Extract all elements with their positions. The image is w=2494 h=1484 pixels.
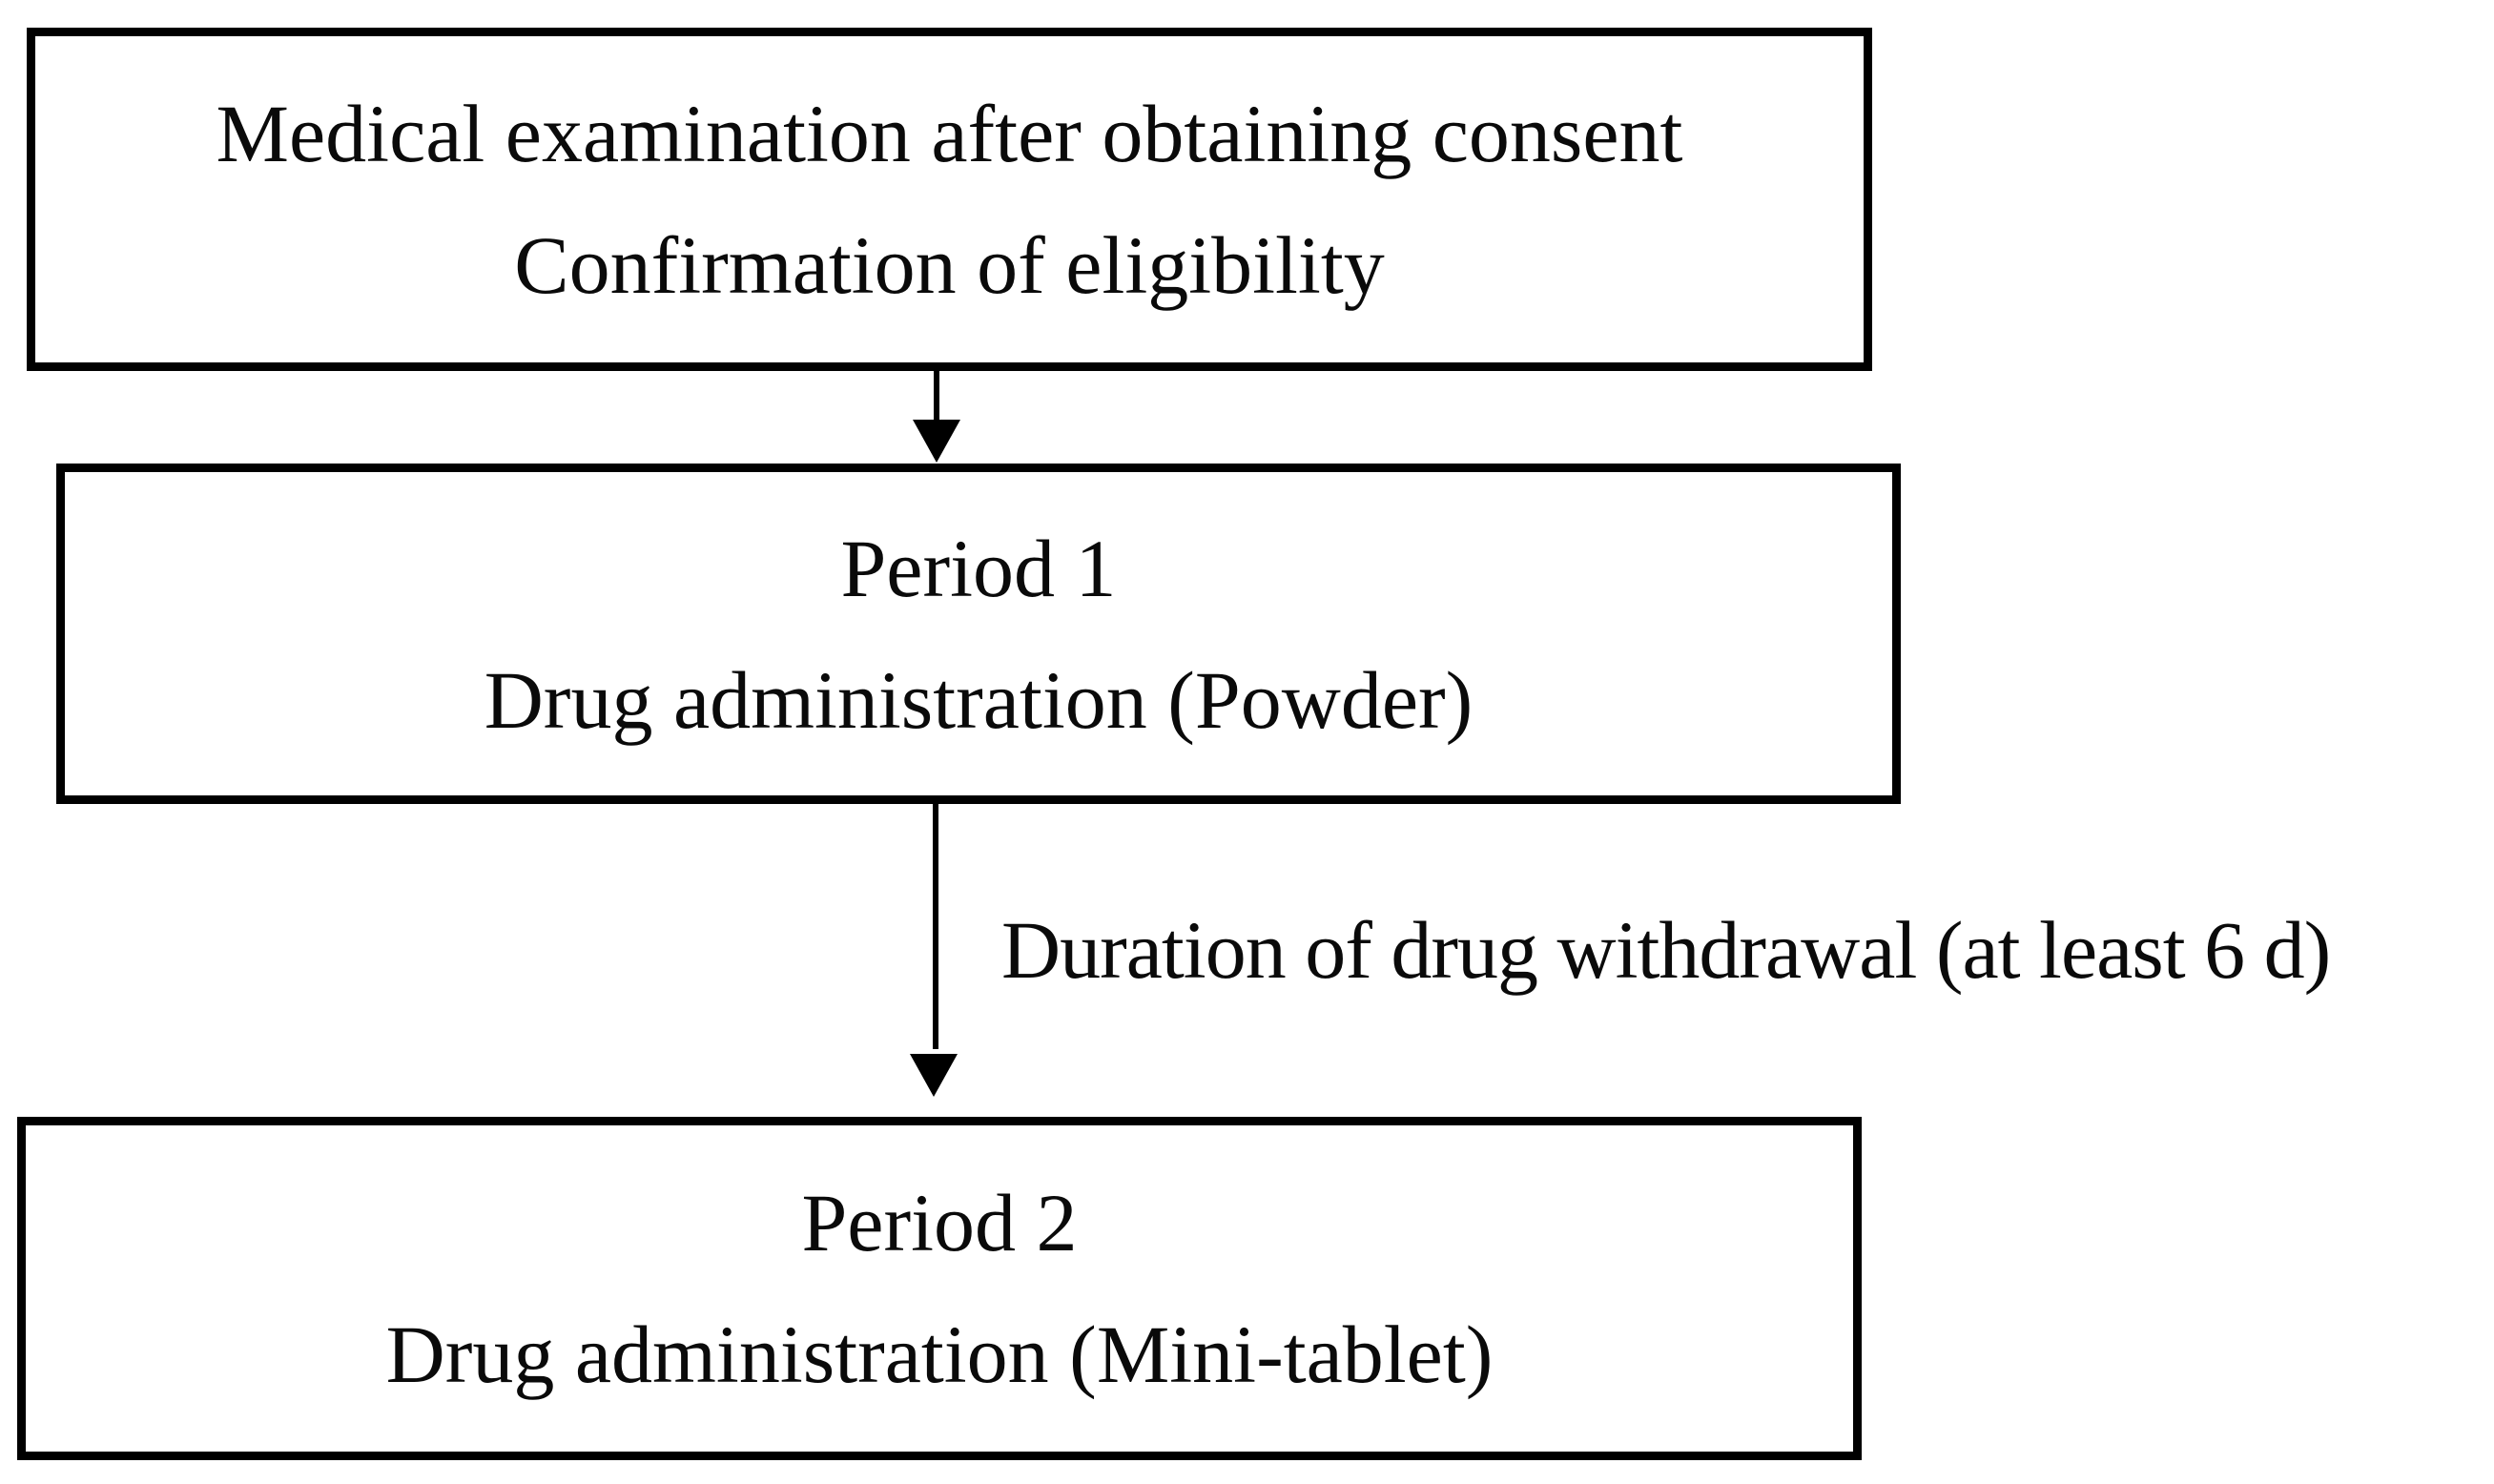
arrow-down-2-line	[933, 804, 938, 1049]
box-period-2-line-1: Period 2	[801, 1177, 1078, 1268]
box-period-1: Period 1 Drug administration (Powder)	[56, 464, 1901, 804]
box-consent-line-1: Medical examination after obtaining cons…	[216, 88, 1683, 179]
box-consent-eligibility: Medical examination after obtaining cons…	[27, 28, 1872, 371]
box-period-2-line-2: Drug administration (Mini-tablet)	[385, 1309, 1494, 1400]
arrow-down-1-head-icon	[913, 420, 960, 463]
box-consent-line-2: Confirmation of eligibility	[514, 219, 1385, 311]
box-period-1-line-2: Drug administration (Powder)	[484, 653, 1474, 746]
box-period-1-line-1: Period 1	[840, 522, 1117, 614]
arrow-down-1-line	[934, 371, 939, 421]
box-period-2: Period 2 Drug administration (Mini-table…	[17, 1117, 1862, 1460]
arrow-2-label: Duration of drug withdrawal (at least 6 …	[1001, 904, 2331, 996]
arrow-down-2-head-icon	[910, 1054, 958, 1097]
